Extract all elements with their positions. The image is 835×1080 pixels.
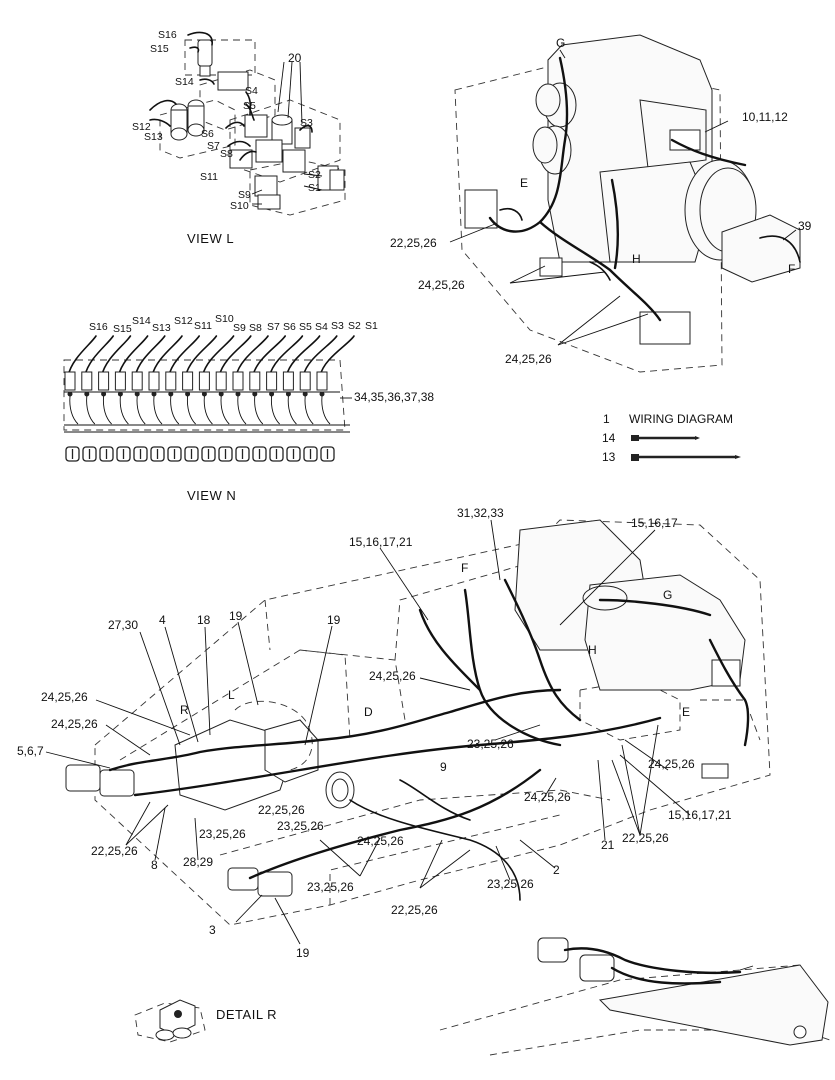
view-l-label-s15: S15 (150, 43, 169, 55)
main-label-21: 21 (601, 838, 615, 852)
view-n-label-s8: S8 (249, 322, 262, 334)
main-label-27-30: 27,30 (108, 618, 138, 632)
main-label-22-25-26-b: 22,25,26 (622, 831, 669, 845)
main-label-24-25-26-d: 24,25,26 (648, 757, 695, 771)
engine-label-39: 39 (798, 219, 812, 233)
main-label-15-16-17-21-top: 15,16,17,21 (349, 535, 413, 549)
main-label-9: 9 (440, 760, 447, 774)
main-label-31-32-33: 31,32,33 (457, 506, 504, 520)
view-n-label-s12: S12 (174, 315, 193, 327)
main-label-5-6-7: 5,6,7 (17, 744, 44, 758)
view-n-label-34-38: 34,35,36,37,38 (354, 390, 434, 404)
view-l-label-s14: S14 (175, 76, 194, 88)
view-n-label-s11: S11 (194, 320, 212, 332)
view-l-label-s2: S2 (308, 169, 321, 181)
view-n-label-s15: S15 (113, 323, 132, 335)
main-label-19-b: 19 (327, 613, 341, 627)
view-l-label-s12: S12 (132, 121, 151, 133)
main-label-e: E (682, 705, 690, 719)
main-label-23-25-26-d: 23,25,26 (307, 880, 354, 894)
main-label-l: L (228, 688, 235, 702)
view-l-label-s9: S9 (238, 189, 251, 201)
view-l-label-s4: S4 (245, 85, 258, 97)
engine-label-22-25-26: 22,25,26 (390, 236, 437, 250)
engine-drawing (449, 34, 801, 373)
main-label-g: G (663, 588, 672, 602)
engine-label-f: F (788, 262, 795, 276)
main-label-28-29: 28,29 (183, 855, 213, 869)
legend-num-13: 13 (602, 450, 616, 464)
view-n-label-s14: S14 (132, 315, 151, 327)
main-label-23-25-26-c: 23,25,26 (277, 819, 324, 833)
cable-tie-long-icon (631, 454, 741, 461)
view-n-label-s16: S16 (89, 321, 108, 333)
view-l-label-20: 20 (288, 51, 302, 65)
engine-label-e: E (520, 176, 528, 190)
engine-label-24-25-26-b: 24,25,26 (505, 352, 552, 366)
main-label-f: F (461, 561, 468, 575)
view-n-label-s2: S2 (348, 320, 361, 332)
view-l-label-s10: S10 (230, 200, 249, 212)
main-machine-drawing (45, 519, 771, 945)
engine-label-g: G (556, 36, 565, 50)
main-label-23-25-26-b: 23,25,26 (199, 827, 246, 841)
view-l-label-s1: S1 (308, 182, 321, 194)
main-label-2: 2 (553, 863, 560, 877)
detail-r-title: DETAIL R (216, 1007, 277, 1022)
engine-label-10-11-12: 10,11,12 (742, 110, 788, 124)
view-n-title: VIEW N (187, 488, 236, 503)
main-label-8: 8 (151, 858, 158, 872)
view-n-label-s6: S6 (283, 321, 296, 333)
legend: 1 WIRING DIAGRAM 14 13 (602, 412, 741, 464)
engine-label-h: H (632, 252, 641, 266)
main-label-15-16-17: 15,16,17 (631, 516, 678, 530)
view-n-label-s7: S7 (267, 321, 280, 333)
view-l-label-s16: S16 (158, 29, 177, 41)
main-label-18: 18 (197, 613, 211, 627)
view-n-label-s4: S4 (315, 321, 328, 333)
view-n-drawing (63, 335, 355, 462)
view-l-drawing (149, 31, 346, 216)
main-label-19-a: 19 (229, 609, 243, 623)
main-label-19-c: 19 (296, 946, 310, 960)
view-n-label-s9: S9 (233, 322, 246, 334)
main-label-24-25-26-a: 24,25,26 (369, 669, 416, 683)
view-n-label-s5: S5 (299, 321, 312, 333)
main-label-22-25-26-a: 22,25,26 (258, 803, 305, 817)
view-l-label-s5: S5 (243, 100, 256, 112)
view-l-label-s7: S7 (207, 140, 220, 152)
view-n-label-s10: S10 (215, 313, 234, 325)
view-l-label-s6: S6 (201, 128, 214, 140)
main-label-24-25-26-b: 24,25,26 (41, 690, 88, 704)
main-label-23-25-26-e: 23,25,26 (487, 877, 534, 891)
view-l-label-s13: S13 (144, 131, 163, 143)
view-l-label-s8: S8 (220, 148, 233, 160)
main-label-4: 4 (159, 613, 166, 627)
main-label-24-25-26-g: 3 (209, 923, 216, 937)
main-label-d: D (364, 705, 373, 719)
main-label-24-25-26-f: 24,25,26 (357, 834, 404, 848)
boom-lamps-drawing (439, 937, 831, 1056)
legend-num-14: 14 (602, 431, 616, 445)
main-label-22-25-26-d: 22,25,26 (391, 903, 438, 917)
main-label-15-16-17-21-bottom: 15,16,17,21 (668, 808, 732, 822)
view-l-title: VIEW L (187, 231, 234, 246)
main-label-24-25-26-c: 24,25,26 (51, 717, 98, 731)
main-label-24-25-26-e: 24,25,26 (524, 790, 571, 804)
legend-text-wiring-diagram: WIRING DIAGRAM (629, 412, 733, 426)
main-label-h: H (588, 643, 597, 657)
legend-num-1: 1 (603, 412, 610, 426)
cable-tie-short-icon (631, 435, 700, 441)
view-n-label-s13: S13 (152, 322, 171, 334)
view-n-label-s1: S1 (365, 320, 378, 332)
main-label-22-25-26-c: 22,25,26 (91, 844, 138, 858)
view-l-label-s11: S11 (200, 171, 218, 183)
view-l-label-s3: S3 (300, 117, 313, 129)
detail-r-drawing (134, 999, 206, 1043)
view-n-label-s3: S3 (331, 320, 344, 332)
main-label-23-25-26-a: 23,25,26 (467, 737, 514, 751)
main-label-r: R (180, 703, 189, 717)
engine-label-24-25-26-a: 24,25,26 (418, 278, 465, 292)
